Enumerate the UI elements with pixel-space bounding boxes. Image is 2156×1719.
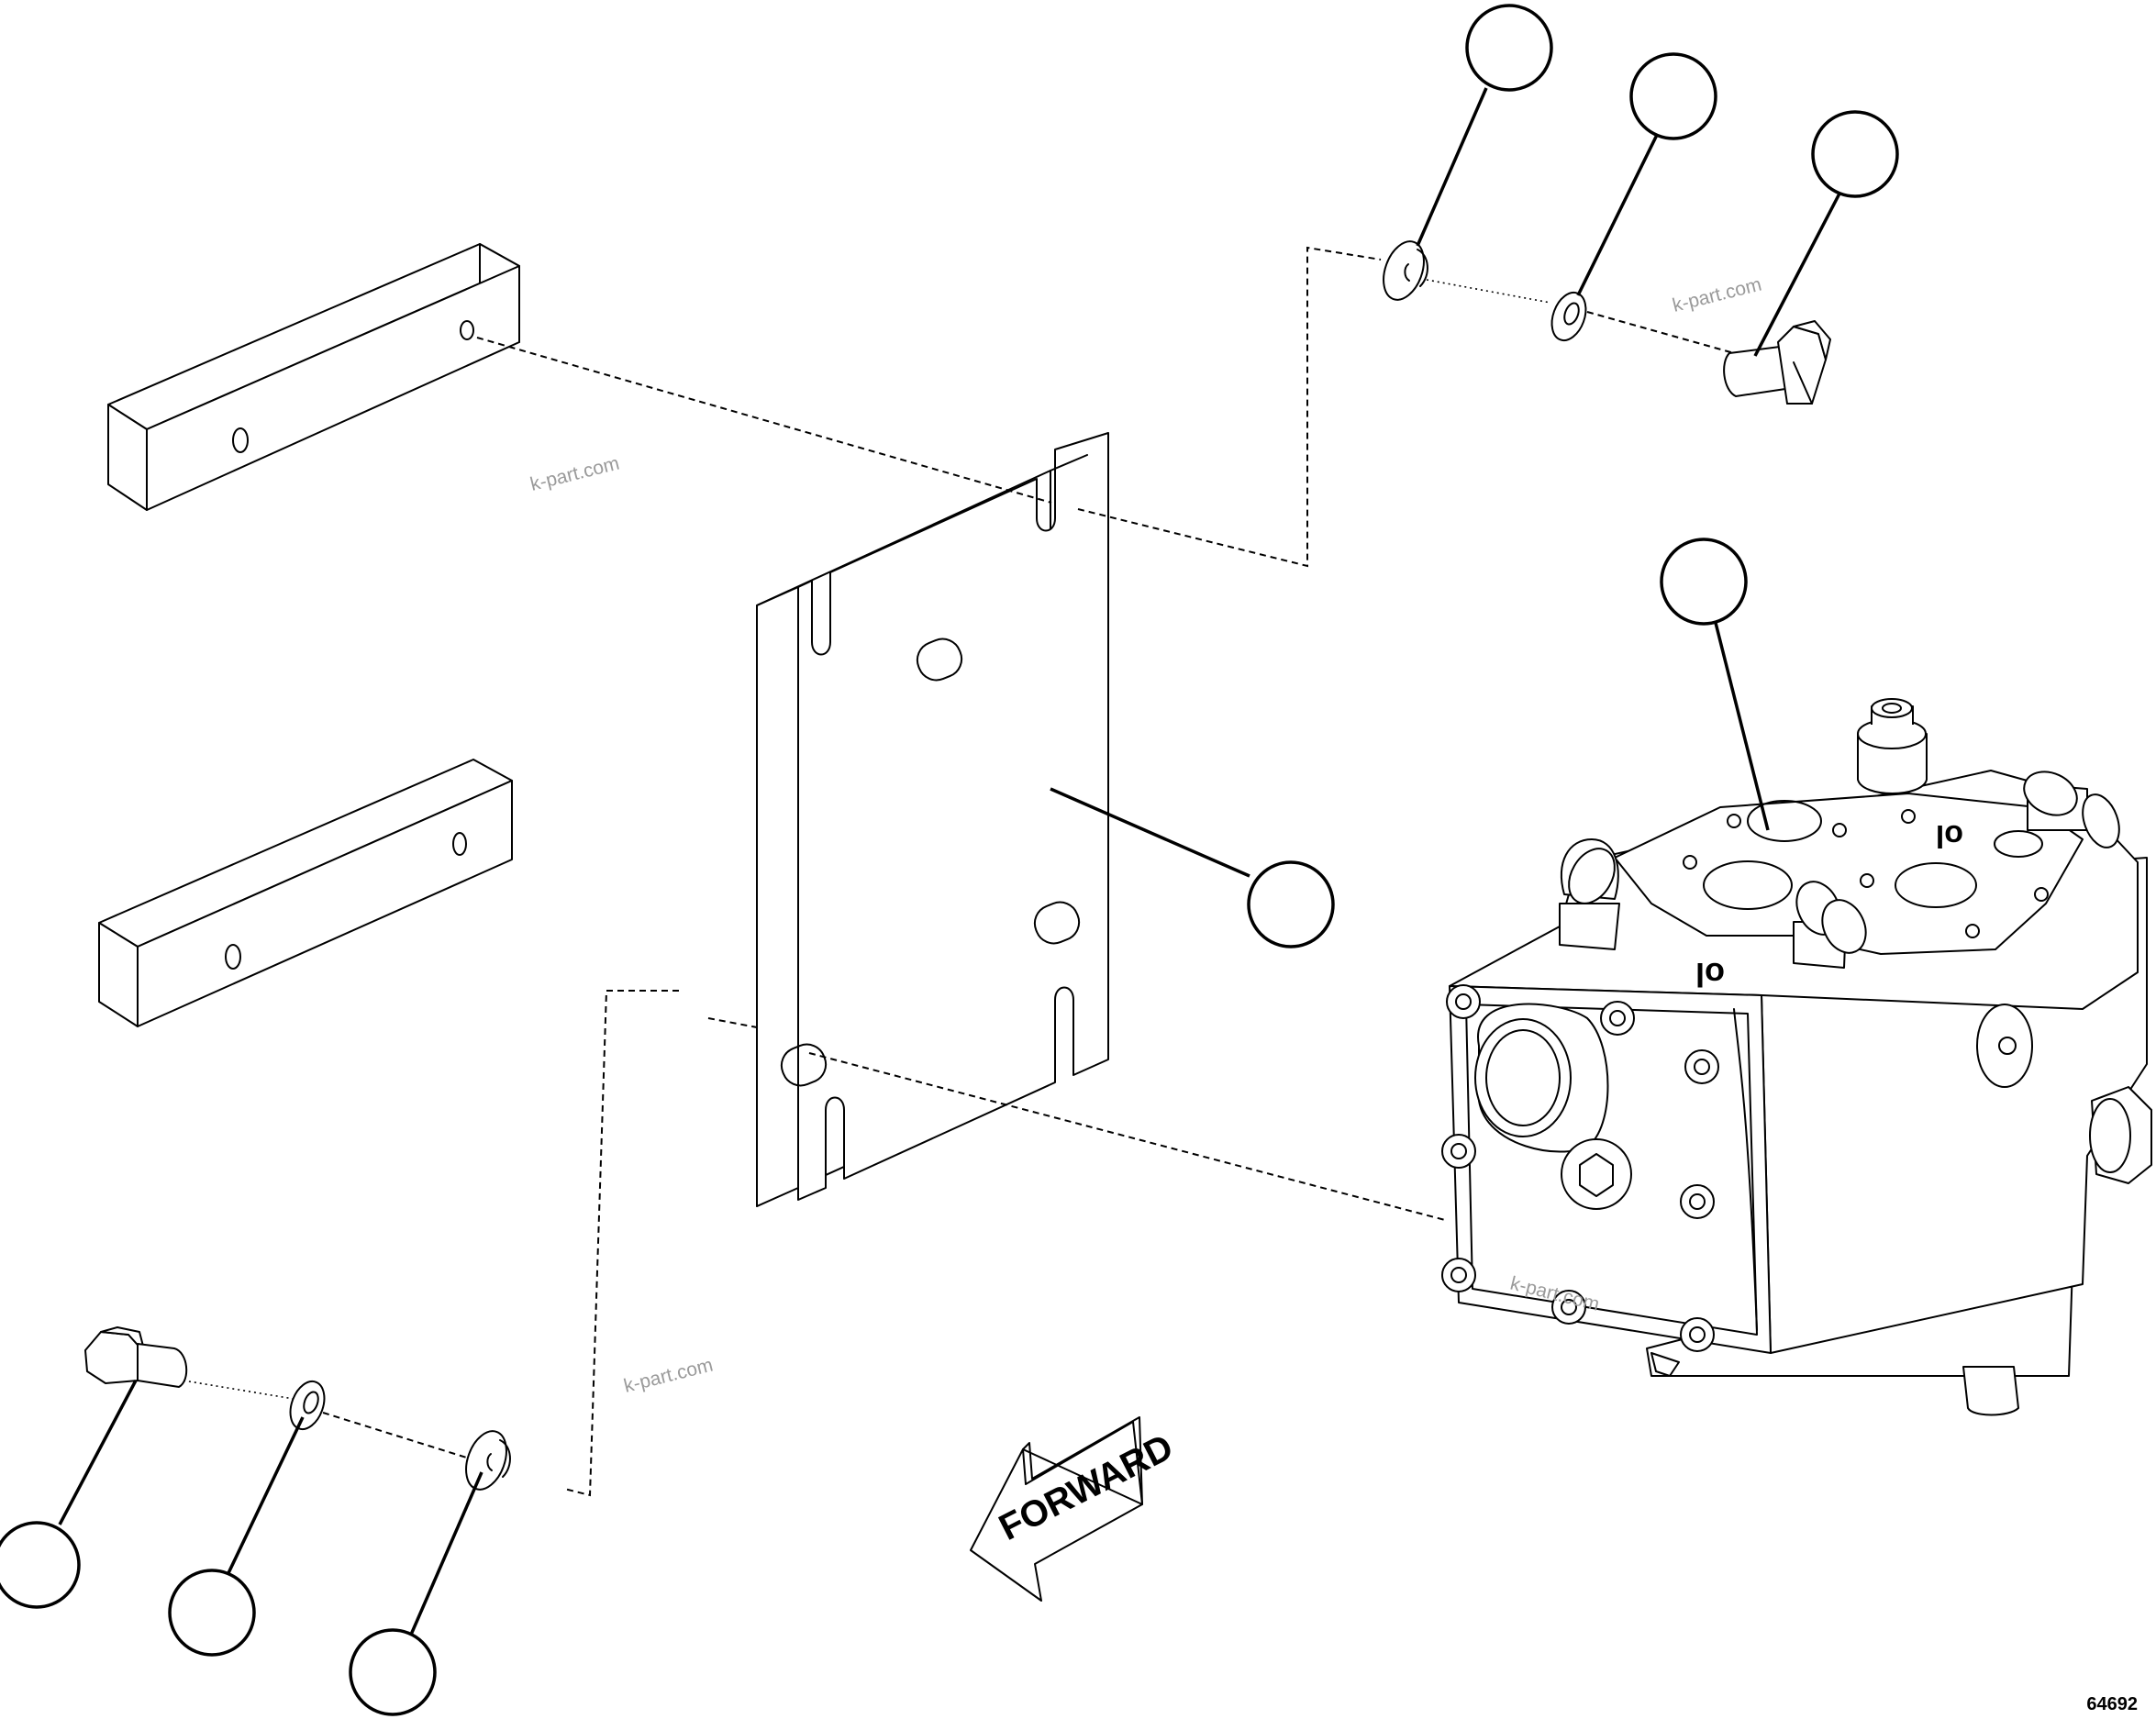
lockwasher-top	[1550, 291, 1587, 342]
assembly-lines	[183, 246, 1735, 1497]
callout-mounting-plate	[1247, 860, 1335, 948]
watermark-text: k-part.com	[622, 1355, 716, 1397]
washer-top	[1383, 240, 1428, 301]
forward-direction-arrow: FORWARD	[970, 1416, 1180, 1602]
callout-leaders	[58, 87, 1841, 1636]
callout-lockwasher-bottom	[168, 1569, 256, 1657]
spacer-block-lower	[98, 759, 513, 1027]
bolt-top	[1723, 320, 1831, 405]
spacer-block-upper	[107, 243, 520, 511]
callout-pump	[1660, 538, 1748, 626]
callout-washer-top	[1465, 4, 1553, 92]
callout-bolt-bottom	[0, 1521, 81, 1609]
bolt-bottom	[84, 1326, 188, 1388]
callout-bolt-top	[1811, 110, 1899, 198]
washer-bottom	[465, 1430, 511, 1491]
mounting-plate	[756, 432, 1250, 1207]
pump-assembly: ol ol	[1441, 698, 2152, 1416]
watermark-text: k-part.com	[1671, 274, 1764, 316]
callout-lockwasher-top	[1629, 52, 1717, 140]
watermark-text: k-part.com	[528, 453, 622, 495]
callout-washer-bottom	[349, 1628, 437, 1716]
lockwasher-bottom	[289, 1380, 326, 1431]
svg-text:ol: ol	[1936, 818, 1963, 853]
figure-number: 64692	[2086, 1694, 2138, 1714]
svg-text:ol: ol	[1695, 956, 1725, 993]
